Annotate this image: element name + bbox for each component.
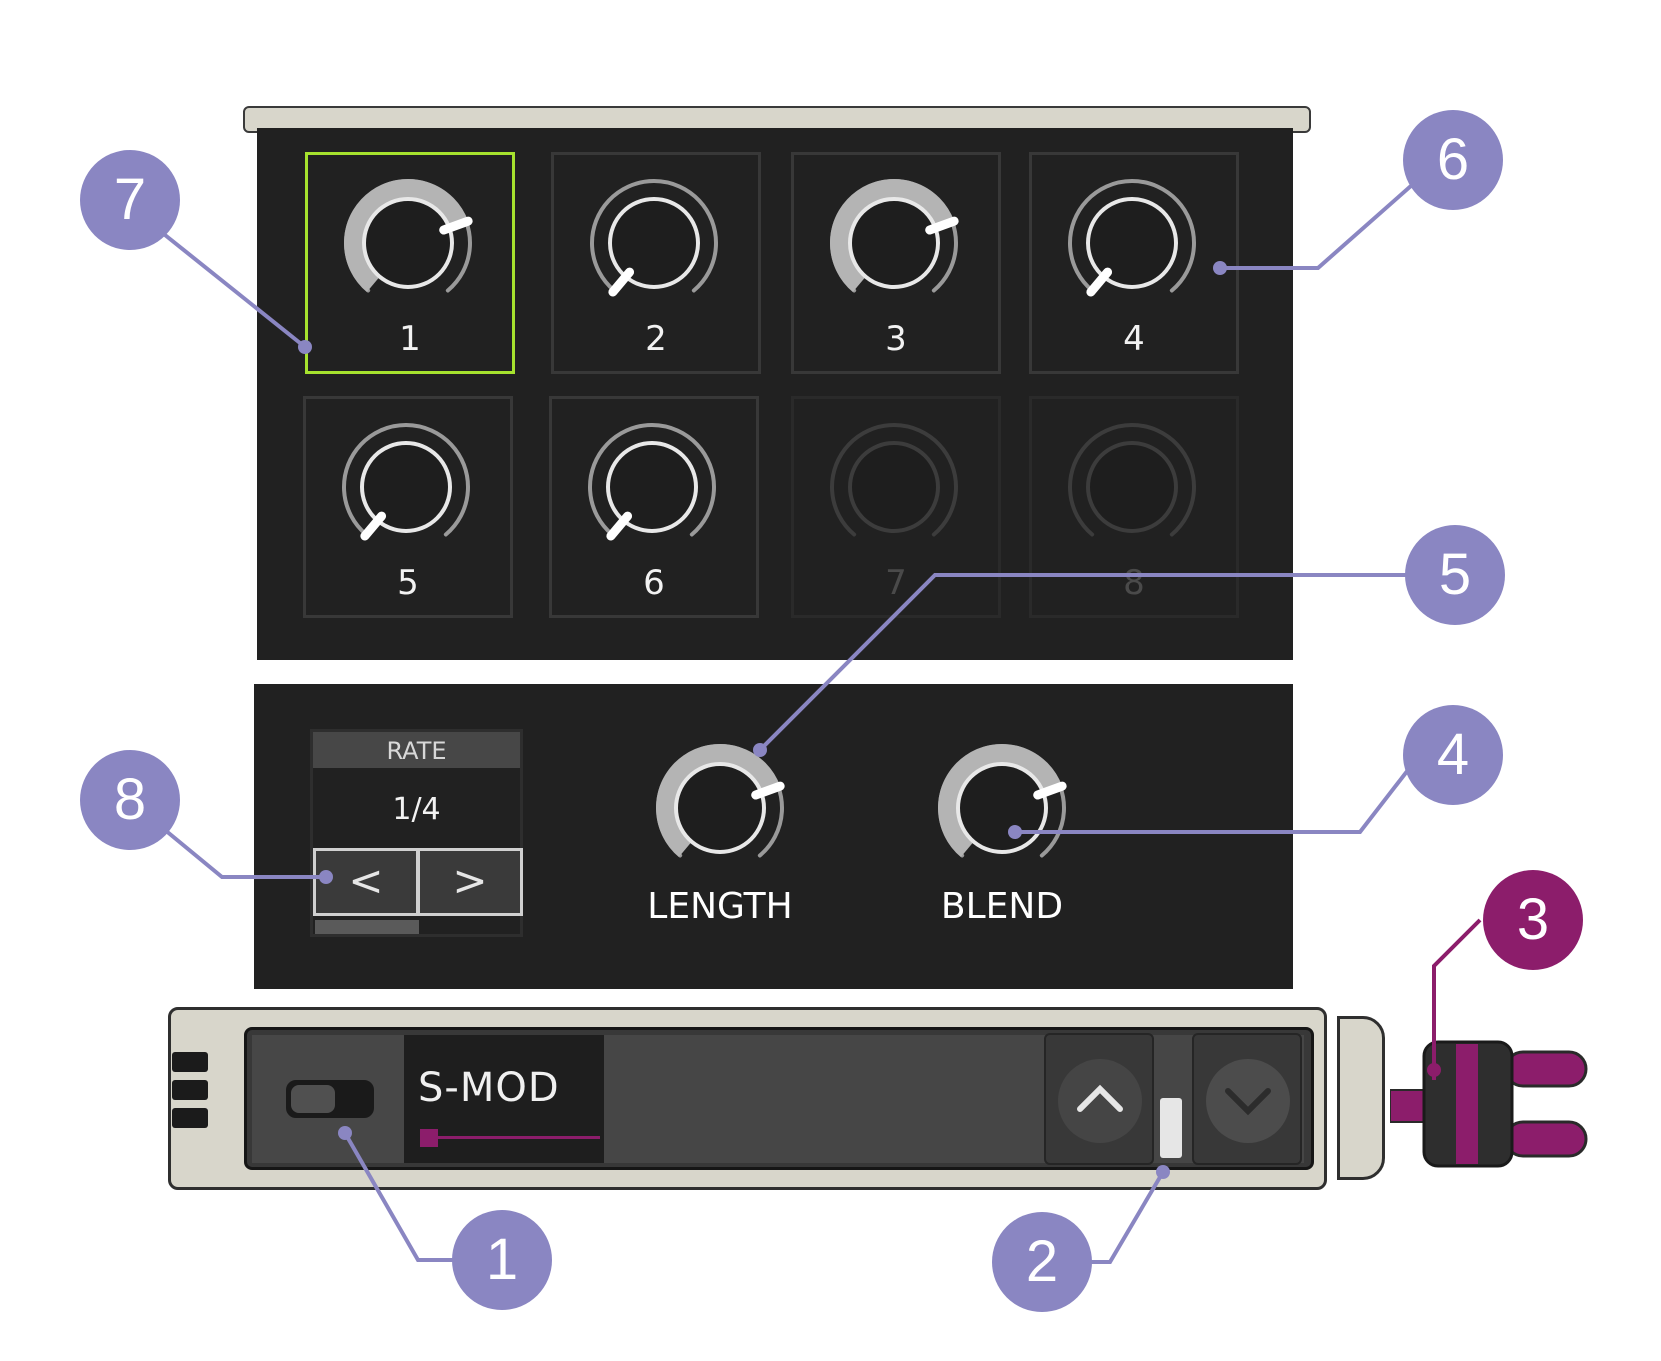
macro-knob[interactable] [1032, 155, 1236, 325]
knob-value-arc [344, 179, 469, 293]
knob-body [360, 441, 452, 533]
macro-slot[interactable]: 7 [791, 396, 1001, 618]
knob-body [848, 197, 940, 289]
knob-body [362, 197, 454, 289]
callout-4: 4 [1403, 705, 1503, 805]
knob-body [1086, 441, 1178, 533]
knob-track [1068, 179, 1196, 293]
connector-plug-icon[interactable] [1390, 1040, 1590, 1170]
length-knob[interactable] [640, 730, 800, 890]
knob-indicator [751, 781, 785, 800]
callout-3: 3 [1483, 870, 1583, 970]
modulation-line [438, 1136, 600, 1139]
rate-progress-bar [315, 920, 419, 934]
chevron-down-icon [1206, 1059, 1290, 1143]
module-name: S-MOD [418, 1065, 560, 1111]
macro-slot[interactable]: 8 [1029, 396, 1239, 618]
macro-slot[interactable]: 3 [791, 152, 1001, 374]
knob-indicator [1086, 267, 1113, 297]
knob-indicator [360, 511, 387, 541]
knob-track [1068, 423, 1196, 537]
macro-knob[interactable] [306, 399, 510, 569]
slot-label: 3 [885, 319, 907, 359]
knob-body [608, 197, 700, 289]
slot-label: 1 [399, 319, 421, 359]
macro-panel: 1 2 3 4 5 6 7 8 [257, 128, 1293, 660]
modulation-source-icon[interactable] [420, 1129, 438, 1147]
rate-prev-button[interactable]: < [313, 848, 419, 916]
rate-next-button[interactable]: > [417, 848, 523, 916]
knob-indicator [439, 216, 473, 235]
knob-value-arc [830, 179, 955, 293]
knob-value-arc [938, 744, 1063, 858]
display-area [604, 1035, 1304, 1163]
macro-slot[interactable]: 2 [551, 152, 761, 374]
knob-body [956, 762, 1048, 854]
rate-control: RATE 1/4 < > [310, 729, 523, 937]
callout-7: 7 [80, 150, 180, 250]
module-end-cap [1337, 1016, 1385, 1180]
macro-knob[interactable] [308, 155, 512, 325]
slot-label: 8 [1123, 563, 1145, 603]
knob-body [1086, 197, 1178, 289]
macro-knob[interactable] [554, 155, 758, 325]
slot-label: 6 [643, 563, 665, 603]
grip-notch [172, 1108, 208, 1128]
knob-track [830, 423, 958, 537]
slot-label: 2 [645, 319, 667, 359]
chevron-up-icon [1058, 1059, 1142, 1143]
knob-value-arc [656, 744, 781, 858]
macro-slot[interactable]: 4 [1029, 152, 1239, 374]
callout-5: 5 [1405, 525, 1505, 625]
knob-body [606, 441, 698, 533]
knob-body [674, 762, 766, 854]
scroll-position-thumb[interactable] [1160, 1098, 1182, 1158]
device-on-off-toggle[interactable] [286, 1080, 374, 1118]
slot-label: 4 [1123, 319, 1145, 359]
knob-indicator [606, 511, 633, 541]
length-label: LENGTH [647, 886, 793, 927]
toggle-knob [291, 1085, 335, 1113]
scroll-down-button[interactable] [1192, 1033, 1302, 1165]
knob-track [590, 179, 718, 293]
macro-knob[interactable] [1032, 399, 1236, 569]
macro-knob[interactable] [552, 399, 756, 569]
slot-label: 5 [397, 563, 419, 603]
blend-label: BLEND [940, 886, 1064, 927]
knob-body [848, 441, 940, 533]
rate-header: RATE [313, 732, 520, 768]
scroll-up-button[interactable] [1044, 1033, 1154, 1165]
knob-track [342, 423, 470, 537]
callout-2: 2 [992, 1212, 1092, 1312]
callout-6: 6 [1403, 110, 1503, 210]
callout-8: 8 [80, 750, 180, 850]
macro-knob[interactable] [794, 155, 998, 325]
slot-label: 7 [885, 563, 907, 603]
rate-value: 1/4 [392, 792, 441, 827]
knob-indicator [608, 267, 635, 297]
macro-slot[interactable]: 1 [305, 152, 515, 374]
callout-1: 1 [452, 1210, 552, 1310]
blend-knob[interactable] [922, 730, 1082, 890]
grip-notch [172, 1052, 208, 1072]
macro-slot[interactable]: 5 [303, 396, 513, 618]
knob-indicator [925, 216, 959, 235]
macro-slot[interactable]: 6 [549, 396, 759, 618]
macro-knob[interactable] [794, 399, 998, 569]
knob-track [588, 423, 716, 537]
grip-notch [172, 1080, 208, 1100]
